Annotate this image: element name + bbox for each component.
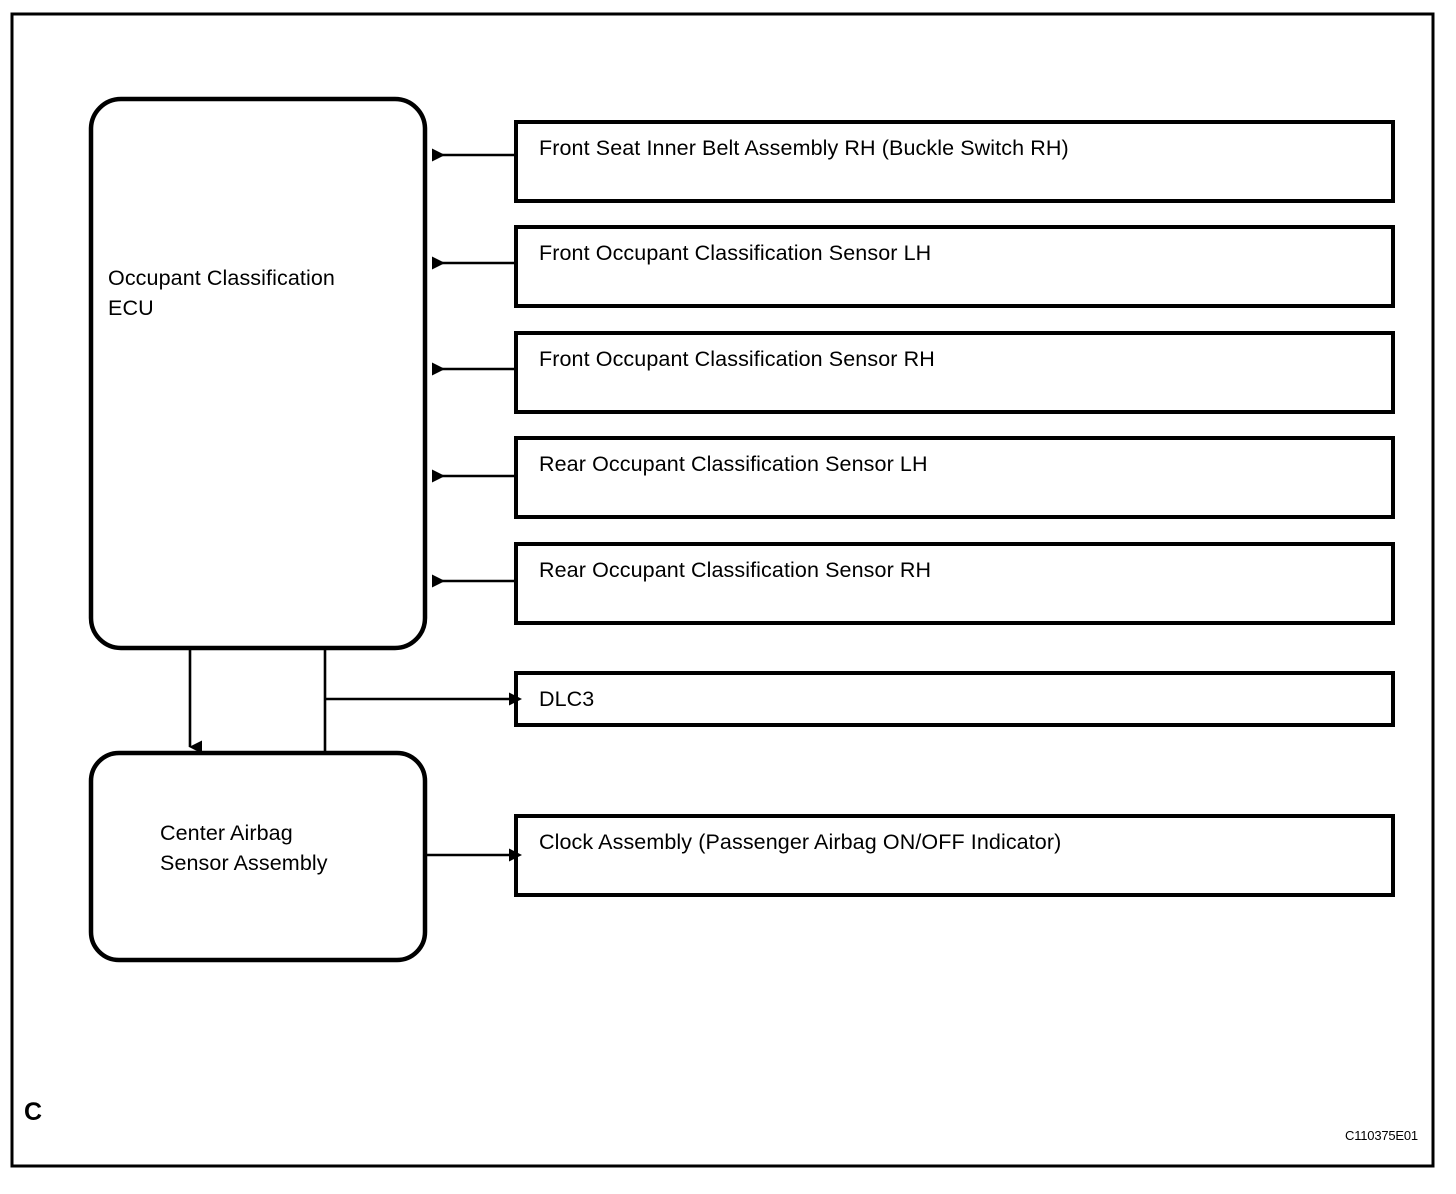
node-label-dlc3: DLC3 [539, 687, 595, 711]
node-occupant-classification-ecu [88, 96, 428, 651]
node-sensor-box-1 [514, 120, 1395, 203]
node-label-sensor-1: Front Seat Inner Belt Assembly RH (Buckl… [539, 136, 1069, 160]
node-label-center-airbag-sensor-assembly: Center Airbag Sensor Assembly [160, 821, 328, 875]
node-center-airbag-sensor-assembly [88, 750, 428, 963]
node-label-sensor-4: Rear Occupant Classification Sensor LH [539, 452, 928, 476]
page-border [10, 12, 1435, 1168]
node-label-sensor-5: Rear Occupant Classification Sensor RH [539, 558, 932, 582]
node-dlc3-box [514, 671, 1395, 727]
node-label-sensor-3: Front Occupant Classification Sensor RH [539, 347, 935, 371]
node-label-sensor-2: Front Occupant Classification Sensor LH [539, 241, 932, 265]
node-clock-assembly-box [514, 814, 1395, 897]
node-sensor-box-4 [514, 436, 1395, 519]
node-label-clock-assembly: Clock Assembly (Passenger Airbag ON/OFF … [539, 830, 1062, 854]
node-sensor-box-2 [514, 225, 1395, 308]
node-label-occupant-classification-ecu: Occupant Classification ECU [108, 266, 335, 320]
node-sensor-box-5 [514, 542, 1395, 625]
page-corner-mark: C [24, 1098, 43, 1126]
node-sensor-box-3 [514, 331, 1395, 414]
figure-code: C110375E01 [1345, 1128, 1418, 1143]
